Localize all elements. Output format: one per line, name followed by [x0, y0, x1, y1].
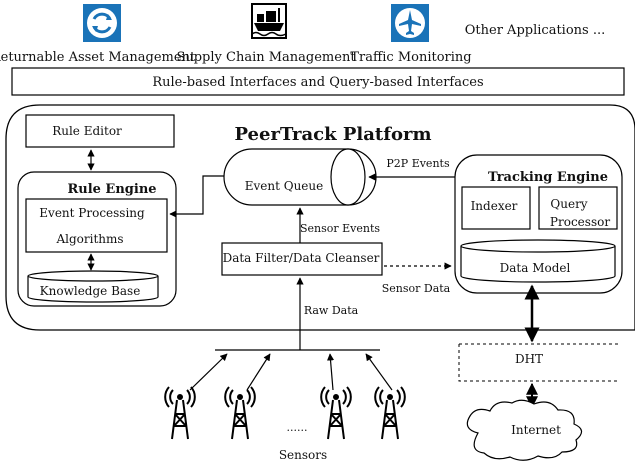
raw-data-label: Raw Data: [304, 304, 359, 317]
platform-container: [5, 104, 635, 331]
knowledge-base-cylinder: [27, 270, 159, 303]
data-model-cylinder: [460, 239, 616, 283]
internet-cloud: [466, 399, 583, 461]
sensor-arrow-1: [189, 353, 228, 391]
platform-title: PeerTrack Platform: [235, 124, 432, 145]
knowledge-base-label: Knowledge Base: [40, 284, 141, 298]
event-queue-cylinder: [223, 148, 377, 206]
sensor-tower-icon: [374, 386, 406, 440]
tracking-engine-title: Tracking Engine: [488, 170, 608, 185]
sensor-tower-icon: [320, 386, 352, 440]
p2p-events-label: P2P Events: [386, 157, 450, 170]
cargo-ship-icon: [251, 3, 287, 39]
epa-label-line2: Algorithms: [55, 232, 123, 246]
indexer-box: [461, 186, 531, 230]
epa-label-line1: Event Processing: [39, 206, 145, 220]
rule-editor-label: Rule Editor: [52, 124, 122, 138]
sensor-tower-icon: [224, 386, 256, 440]
indexer-label: Indexer: [471, 199, 518, 213]
app-label-other: Other Applications ...: [465, 23, 605, 38]
query-processor-box: [538, 186, 618, 230]
data-filter-label: Data Filter/Data Cleanser: [223, 251, 380, 265]
queue-to-rule-engine-arrow: [169, 175, 224, 218]
sensors-ellipsis: ......: [287, 421, 308, 434]
dht-box: [458, 344, 620, 382]
interfaces-bar: [11, 67, 625, 96]
recycle-icon: [83, 4, 121, 42]
sensor-data-label: Sensor Data: [382, 282, 451, 295]
app-label-supply-chain: Supply Chain Management: [176, 50, 356, 65]
sensor-events-label: Sensor Events: [300, 222, 380, 235]
event-queue-label: Event Queue: [245, 179, 324, 193]
app-label-traffic-monitoring: Traffic Monitoring: [350, 50, 471, 65]
query-processor-label-line2: Processor: [550, 215, 610, 229]
sensor-tower-icon: [164, 386, 196, 440]
query-processor-label-line1: Query: [550, 197, 587, 211]
event-processing-algorithms-box: [25, 198, 168, 253]
dht-label: DHT: [515, 352, 543, 366]
app-label-returnable-asset: Returnable Asset Management: [0, 50, 196, 65]
rule-editor-box: [25, 114, 175, 148]
airplane-icon: [391, 4, 429, 42]
sensors-label: Sensors: [279, 448, 327, 462]
rule-engine-title: Rule Engine: [67, 182, 156, 197]
sensor-arrow-3: [326, 353, 335, 391]
sensor-arrow-4: [365, 353, 393, 391]
internet-label: Internet: [511, 423, 561, 437]
data-filter-box: [221, 242, 383, 276]
data-model-label: Data Model: [500, 261, 571, 275]
interfaces-label: Rule-based Interfaces and Query-based In…: [152, 75, 483, 90]
sensor-arrow-2: [246, 353, 271, 391]
